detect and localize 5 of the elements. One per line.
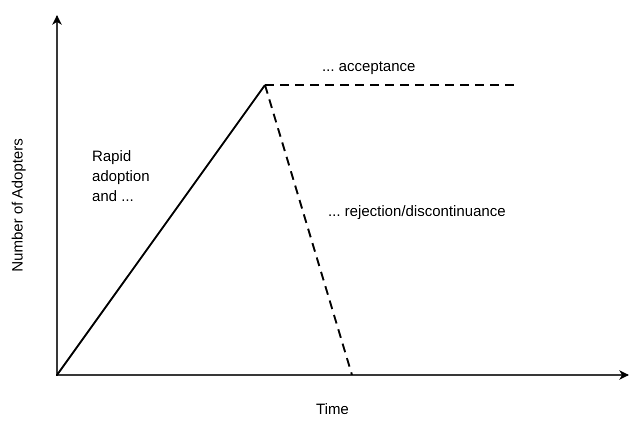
curve-label: ... acceptance [322, 57, 416, 77]
curve-label: ... rejection/discontinuance [328, 202, 506, 222]
axis-title: Number of Adopters [8, 138, 28, 272]
axis-title: Time [316, 400, 349, 420]
curve-label: Rapid adoption and ... [92, 147, 151, 207]
